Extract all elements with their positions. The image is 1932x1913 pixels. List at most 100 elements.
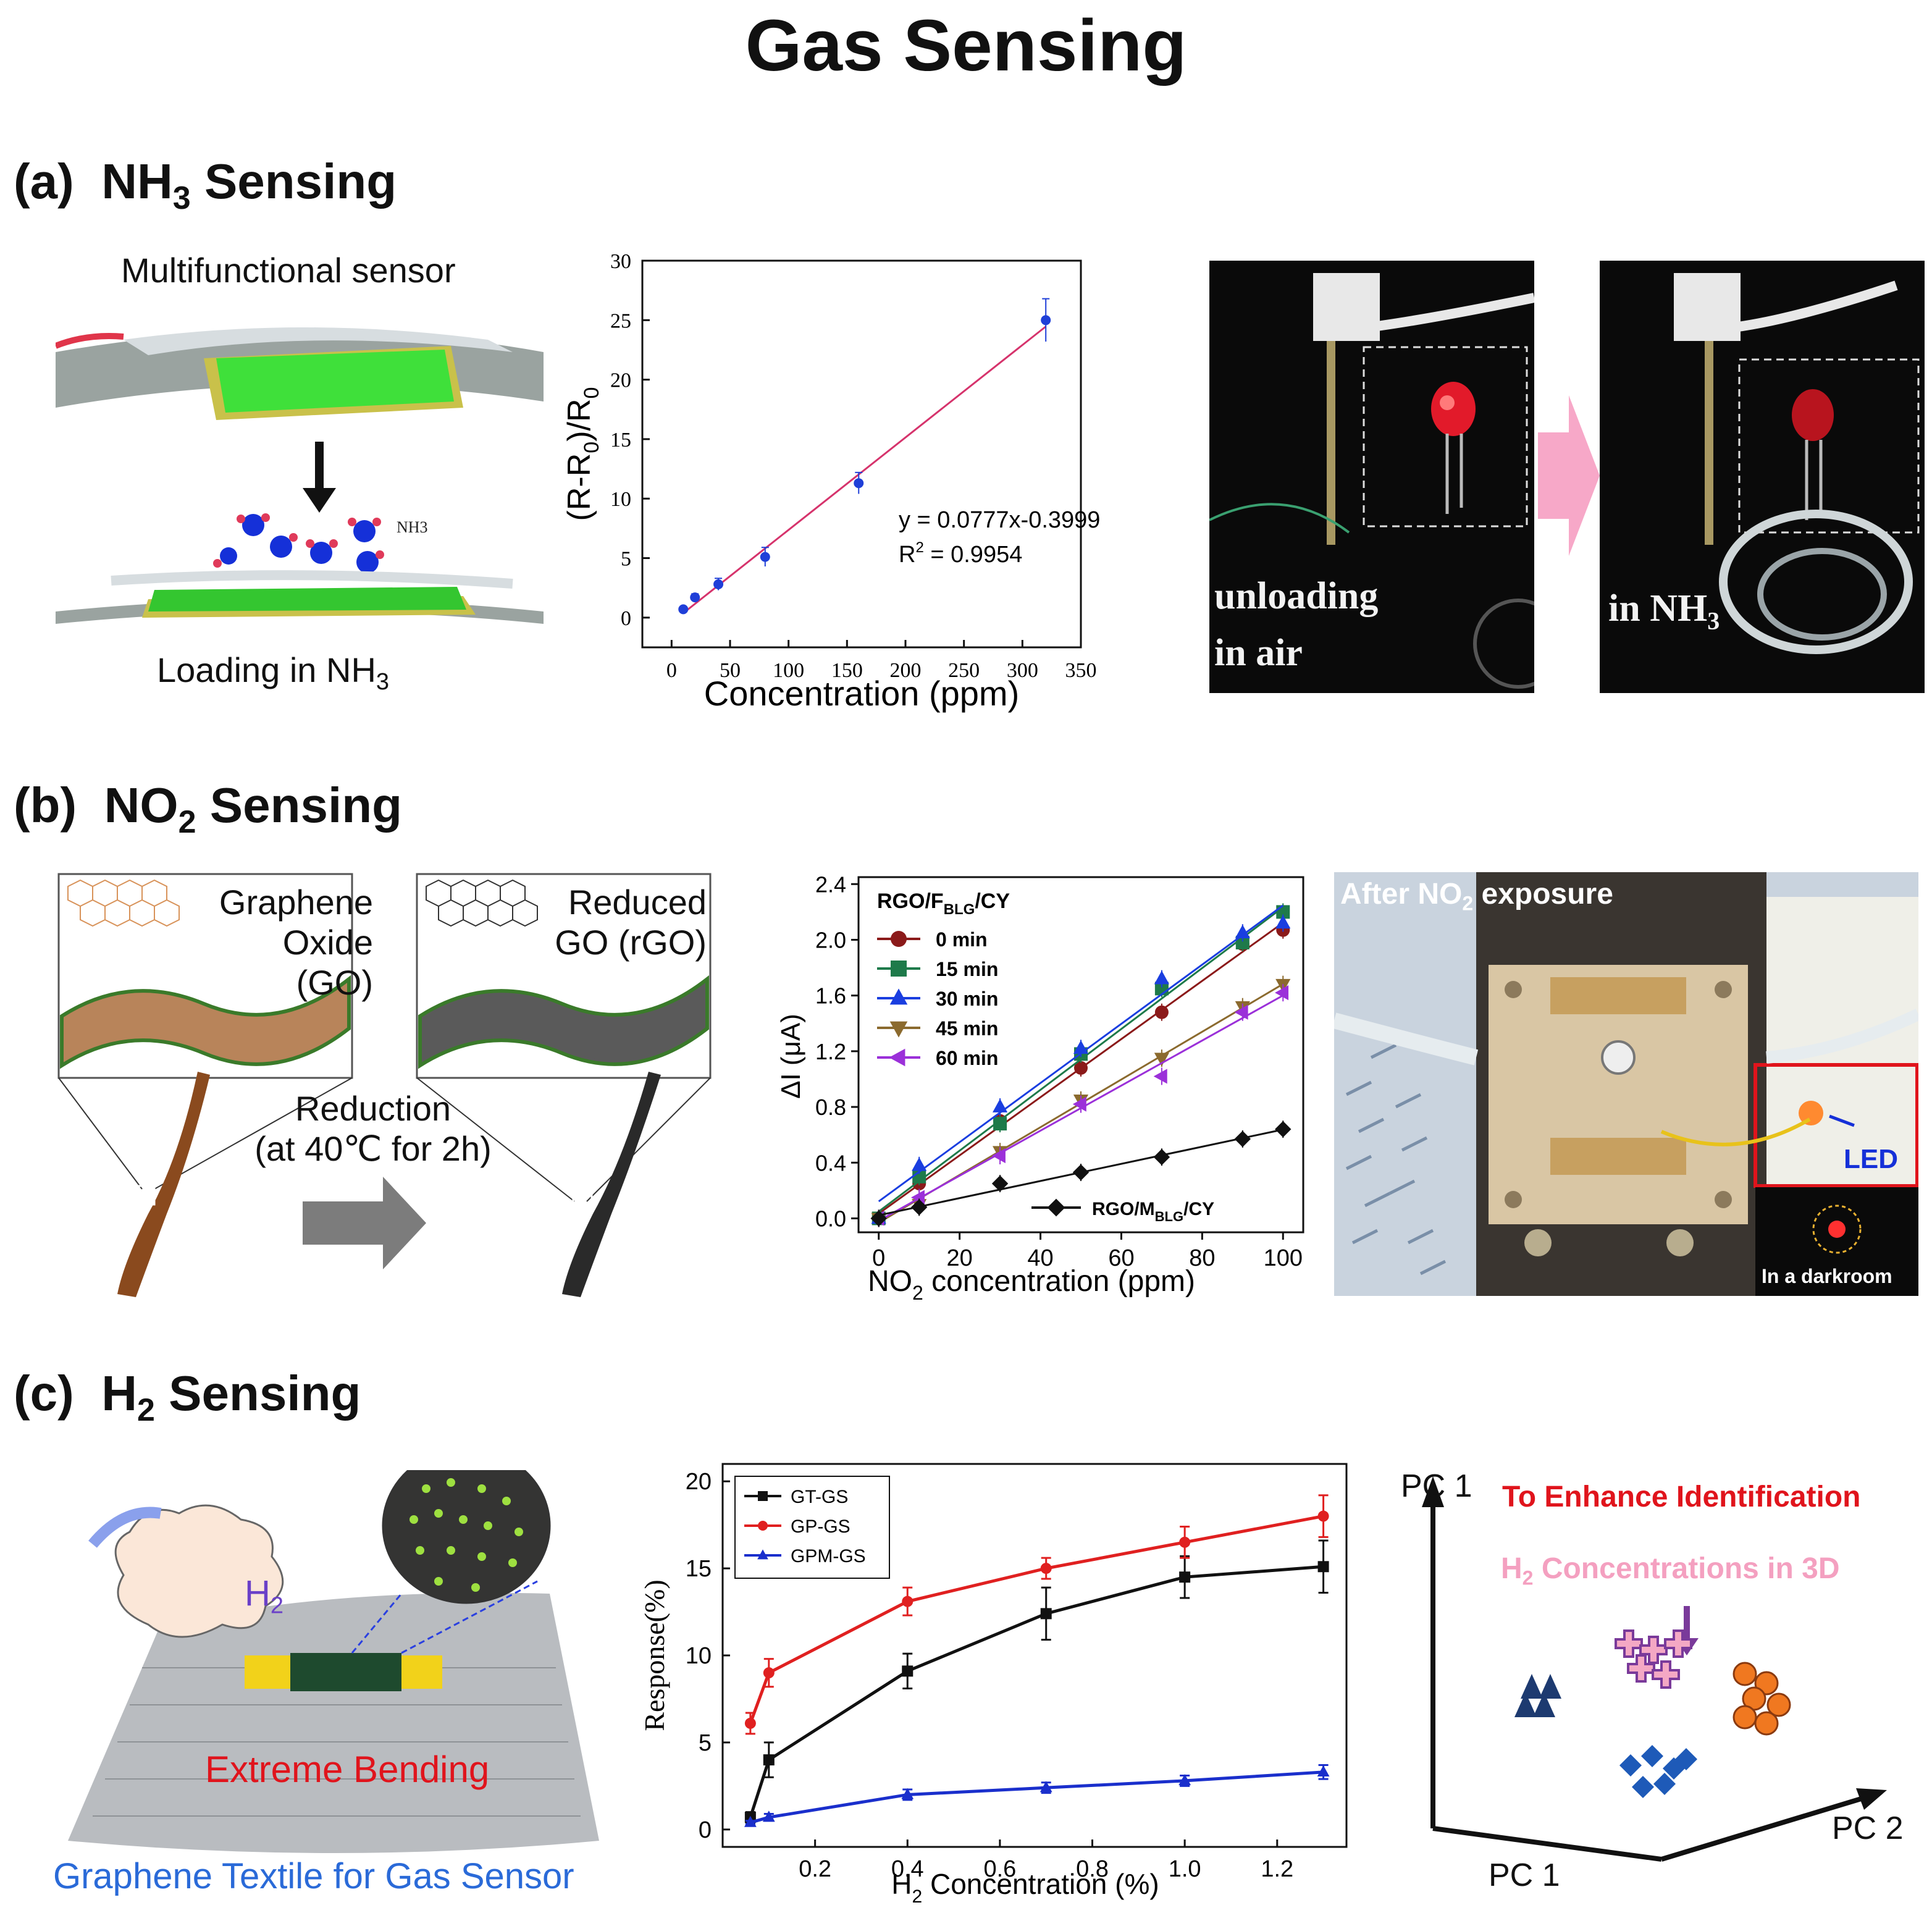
screw-3 [1505, 1191, 1522, 1208]
chart-b-point [1072, 1096, 1086, 1112]
chart-c-xtick-label: 0.4 [891, 1856, 924, 1882]
chart-b-point [1275, 985, 1289, 1001]
chart-b-series [870, 903, 1292, 1227]
chart-a-xtick-label: 150 [831, 659, 863, 682]
section-a-letter: (a) [14, 154, 74, 209]
sensor-active-layer-top [216, 350, 454, 413]
chart-c-legend-label: GP-GS [791, 1516, 850, 1537]
section-c-word: Sensing [169, 1366, 361, 1421]
chart-a-ytick-label: 0 [621, 607, 631, 630]
textile-illustration [68, 1470, 599, 1853]
chart-a-xtick-label: 50 [720, 659, 741, 682]
chart-b-legend-label: 0 min [936, 928, 988, 951]
chart-b-point [991, 1148, 1006, 1164]
chart-a-xtick-label: 100 [773, 659, 804, 682]
chart-b-legend-label: 15 min [936, 958, 998, 980]
sensor-illustration: NH3 [56, 327, 544, 624]
section-c-gas-sub: 2 [137, 1392, 155, 1428]
darkroom-label: In a darkroom [1762, 1265, 1892, 1287]
chart-c-point [902, 1665, 914, 1677]
chart-c-xtick-label: 0.6 [983, 1856, 1016, 1882]
chart-c-ytick-label: 15 [686, 1556, 712, 1582]
photo-in-nh3: in NH3 [1600, 261, 1925, 693]
chart-a-ytick-label: 25 [610, 309, 631, 332]
chart-c-point [744, 1717, 756, 1729]
gas-tube-1 [1719, 510, 1913, 654]
chart-b-legend-marker [889, 1048, 905, 1067]
screw-1 [1505, 981, 1522, 998]
led-lit [1799, 1101, 1823, 1125]
pca-axis-horizontal [1660, 1795, 1867, 1862]
tubing-coil [1473, 599, 1534, 689]
photo-no2-exposure: After NO2 exposure LED In a darkroom [1334, 872, 1918, 1296]
textile-label: Graphene Textile for Gas Sensor [53, 1856, 574, 1896]
chart-a-xtick-label: 200 [890, 659, 922, 682]
photo-in-nh3-scene [1674, 273, 1920, 654]
section-b-label: (b) NO2 Sensing [14, 777, 402, 841]
chart-b-ytick-label: 2.0 [815, 927, 846, 952]
chart-c-point [1317, 1561, 1329, 1573]
chart-b-xtick-label: 0 [872, 1245, 885, 1271]
chart-a-fit-segment [682, 326, 1047, 614]
zoom-circle [382, 1470, 551, 1604]
chart-a-point [690, 592, 700, 603]
chart-c-ytick-label: 5 [699, 1730, 712, 1756]
photo-unloading: unloading in air [1209, 261, 1534, 693]
flow-arrow-icon [88, 1507, 162, 1548]
screw-2 [1715, 981, 1732, 998]
zoom-line-2 [401, 1580, 538, 1654]
chart-c-ytick-label: 20 [686, 1469, 712, 1495]
chart-c-legend-marker [758, 1491, 768, 1501]
pca-axis-x-label: PC 2 [1832, 1810, 1904, 1846]
chart-b-legend-marker [889, 1021, 908, 1038]
photo-unloading-line2: in air [1214, 632, 1303, 674]
sensor-active-layer-bottom [148, 587, 466, 612]
section-b-word: Sensing [209, 778, 402, 833]
chart-c-point [902, 1596, 914, 1607]
pca-axis-horizontal-arrow-icon [1856, 1788, 1887, 1810]
sensor-mesh-bottom [111, 570, 513, 589]
chart-c-series-line [749, 1515, 1324, 1724]
nanoparticle-dots [410, 1478, 523, 1592]
chart-c-xtick-label: 1.0 [1169, 1856, 1201, 1882]
chart-a-point [713, 579, 724, 589]
chart-c-point [763, 1754, 775, 1766]
chart-c-point [744, 1815, 757, 1827]
chart-a-ytick-label: 10 [610, 488, 631, 511]
chart-c-point [1040, 1563, 1052, 1575]
section-b-gas-sub: 2 [178, 804, 196, 840]
chart-b-point [992, 1098, 1008, 1112]
chart-a-frame [641, 259, 1082, 649]
chart-b-xtick-label: 20 [946, 1245, 972, 1271]
chart-b-point [1234, 1004, 1248, 1020]
chart-c-legend-marker [757, 1549, 768, 1560]
rgo-yarn-marker [572, 1193, 593, 1214]
chart-a-equation: y = 0.0777x-0.3999 [899, 507, 1100, 533]
loading-label: Loading in NH3 [157, 650, 389, 696]
loading-label-sub: 3 [376, 669, 390, 696]
gas-tube-2 [1757, 548, 1887, 641]
chart-b-ytick-label: 1.6 [815, 983, 846, 1009]
loading-label-text: Loading in NH [157, 650, 376, 689]
inset-box [1363, 346, 1528, 528]
chart-a-ylabel: (R-R0)/R0 [561, 387, 603, 521]
chart-a-xtick-label: 250 [948, 659, 980, 682]
rgo-zoom-line-2 [586, 1077, 711, 1202]
chart-a-xlabel: Concentration (ppm) [704, 674, 1019, 713]
pca-subline: H2 Concentrations in 3D [1501, 1552, 1840, 1589]
rgo-fiber-wave [418, 975, 709, 1069]
chart-b-point [1235, 935, 1250, 949]
section-a-gas: NH [101, 154, 173, 209]
chart-c-point [1179, 1571, 1191, 1583]
chart-c-xtick-label: 0.8 [1076, 1856, 1109, 1882]
chart-b-legend-label: 30 min [936, 988, 998, 1010]
section-a-word: Sensing [204, 154, 397, 209]
go-hexagon-lattice [67, 879, 180, 927]
chart-c-point [1179, 1536, 1191, 1548]
chart-b-xtick-label: 100 [1264, 1245, 1303, 1271]
